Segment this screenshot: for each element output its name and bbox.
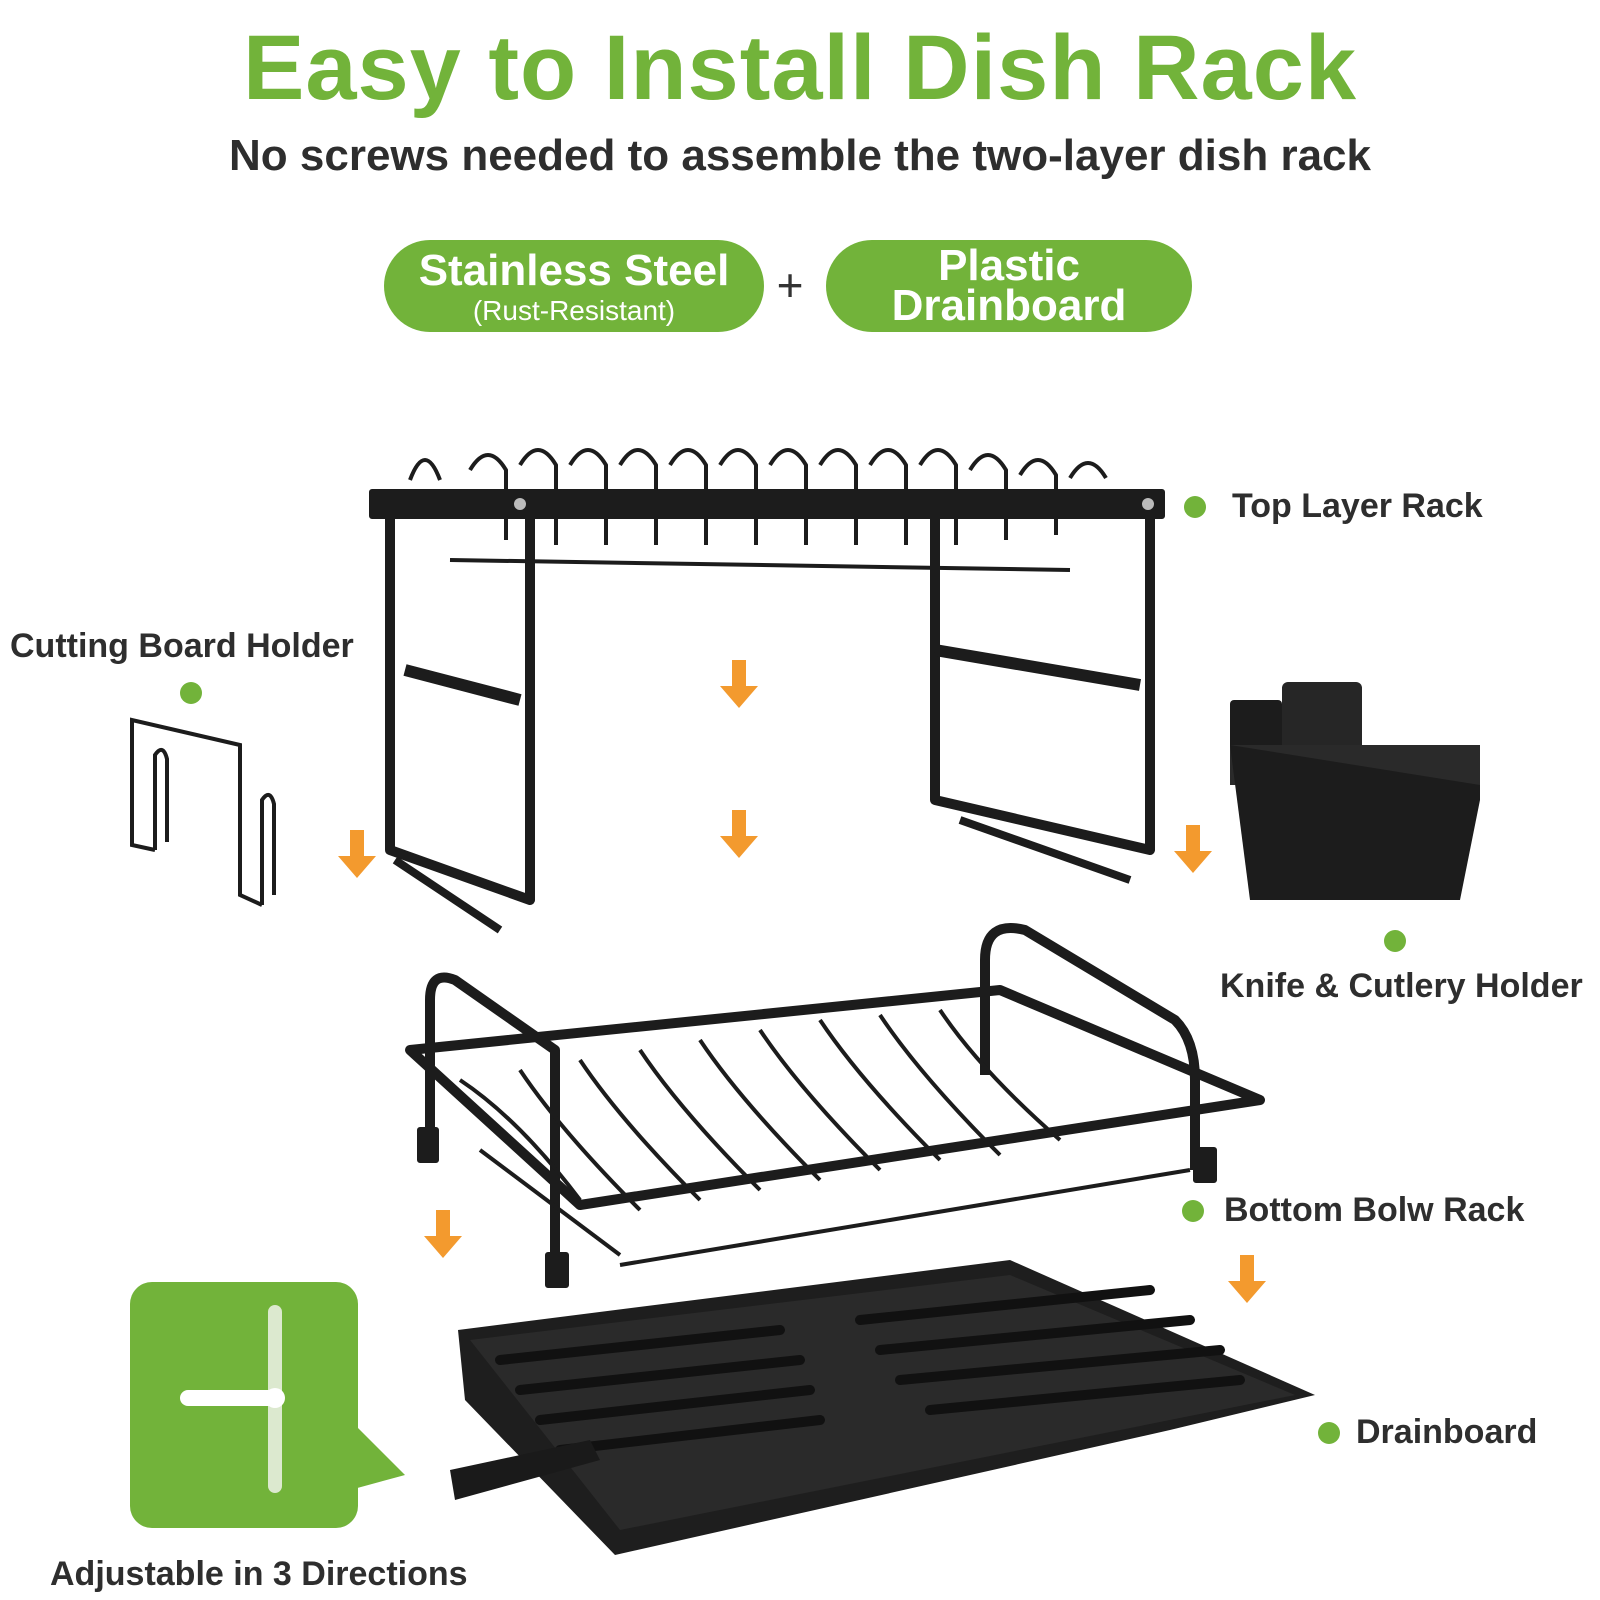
- top-layer-label: Top Layer Rack: [1232, 487, 1483, 525]
- dot-icon: [1384, 930, 1406, 952]
- dot-icon: [180, 682, 202, 704]
- material-plastic-badge: Plastic Drainboard: [826, 240, 1192, 332]
- adjustable-label: Adjustable in 3 Directions: [50, 1555, 468, 1593]
- dot-icon: [1182, 1200, 1204, 1222]
- knife-holder-label: Knife & Cutlery Holder: [1220, 967, 1583, 1005]
- bottom-bowl-rack-illustration: [405, 923, 1265, 1288]
- plastic-label-line2: Drainboard: [891, 281, 1127, 330]
- top-layer-rack-illustration: [369, 448, 1165, 934]
- page-title: Easy to Install Dish Rack: [242, 17, 1358, 119]
- down-arrow-icon: [338, 660, 1266, 1303]
- page-subtitle: No screws needed to assemble the two-lay…: [229, 131, 1371, 180]
- drainboard-label: Drainboard: [1356, 1413, 1538, 1451]
- drainboard-illustration: [450, 1260, 1315, 1555]
- plus-sign: +: [776, 259, 804, 311]
- material-steel-badge: Stainless Steel (Rust-Resistant): [384, 240, 764, 332]
- bottom-rack-label: Bottom Bolw Rack: [1224, 1191, 1525, 1229]
- dot-icon: [1318, 1422, 1340, 1444]
- knife-holder-illustration: [1230, 682, 1480, 900]
- steel-sublabel: (Rust-Resistant): [472, 295, 676, 326]
- cutting-board-holder-illustration: [130, 717, 276, 907]
- plastic-label-line1: Plastic: [938, 241, 1080, 290]
- steel-label: Stainless Steel: [418, 246, 730, 295]
- dot-icon: [1184, 496, 1206, 518]
- cutting-board-label: Cutting Board Holder: [10, 627, 354, 665]
